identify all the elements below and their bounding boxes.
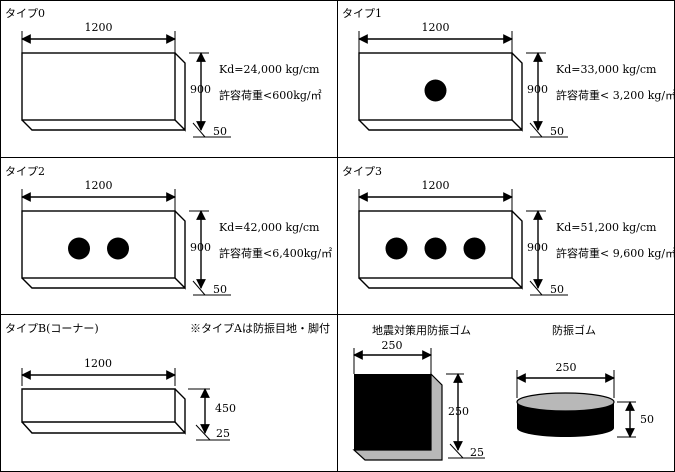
depth-label: 50 [550,125,564,138]
allowable-load-spec: 許容荷重< 3,200 kg/㎡ [556,88,675,102]
allowable-load-spec: 許容荷重< 9,600 kg/㎡ [556,246,675,260]
allowable-load-spec: 許容荷重<600kg/㎡ [219,88,322,102]
slab-side [174,52,186,132]
height-label: 900 [527,241,548,254]
hole-mark [107,237,129,260]
panel-title: タイプ1 [342,7,382,20]
slab-bottom [21,277,185,289]
panel-title: タイプ3 [342,165,382,178]
type-b-title: タイプB(コーナー) [5,322,99,335]
type-b-width-label: 1200 [84,357,112,370]
stiffness-spec: Kd=42,000 kg/cm [219,221,320,234]
panels: タイプ0 1200 900 50 Kd=24,000 kg/cm 許容荷重<600kg/㎡… [5,7,675,296]
panel-rubber: 地震対策用防振ゴム 防振ゴム 250 250 25 250 50 [352,323,654,461]
type-b-slab-front [21,388,176,423]
width-label: 1200 [85,21,113,34]
depth-label: 50 [550,283,564,296]
width-label: 1200 [85,179,113,192]
width-label: 1200 [422,21,450,34]
panel-type2: タイプ2 1200 900 50 Kd=42,000 kg/cm 許容荷重<6,400kg… [5,165,332,296]
vibration-rubber-title: 防振ゴム [552,323,596,337]
hole-mark [463,237,486,260]
stiffness-spec: Kd=24,000 kg/cm [219,63,320,76]
slab-front [358,52,513,121]
slab-front [358,210,513,279]
slab-side [511,52,523,132]
slab-front [21,52,176,121]
slab-bottom [21,119,185,131]
hole-mark [385,237,408,260]
seismic-height-label: 250 [448,405,469,418]
slab-front [21,210,176,279]
hole-mark [68,237,90,260]
vibration-height-label: 50 [640,413,654,426]
seismic-depth-label: 25 [470,446,484,459]
type-b-note: ※タイプAは防振目地・脚付 [190,321,330,335]
type-b-height-label: 450 [215,402,236,415]
vibration-disc-body [517,402,614,437]
stiffness-spec: Kd=33,000 kg/cm [556,63,657,76]
type-b-depth-label: 25 [216,427,230,440]
width-label: 1200 [422,179,450,192]
slab-bottom [358,119,522,131]
stiffness-spec: Kd=51,200 kg/cm [556,221,657,234]
slab-side [511,210,523,290]
slab-bottom [358,277,522,289]
height-label: 900 [527,83,548,96]
allowable-load-spec: 許容荷重<6,400kg/㎡ [219,246,332,260]
height-label: 900 [190,83,211,96]
depth-label: 50 [213,283,227,296]
panel-title: タイプ2 [5,165,45,178]
panel-type1: タイプ1 1200 900 50 Kd=33,000 kg/cm 許容荷重< 3,200 … [342,7,675,138]
panel-type0: タイプ0 1200 900 50 Kd=24,000 kg/cm 許容荷重<600kg/㎡ [5,7,322,138]
seismic-block-front [354,374,431,450]
height-label: 900 [190,241,211,254]
panel-type-b: タイプB(コーナー) ※タイプAは防振目地・脚付 1200 450 25 [5,321,330,441]
seismic-width-label: 250 [382,339,403,352]
hole-mark [424,79,447,102]
slab-side [174,210,186,290]
vibration-disc-top [516,392,615,412]
hole-mark [424,237,447,260]
depth-label: 50 [213,125,227,138]
panel-title: タイプ0 [5,7,45,20]
panel-type3: タイプ3 1200 900 50 Kd=51,200 kg/cm 許容荷重< 9,600 … [342,165,675,296]
vibration-width-label: 250 [556,361,577,374]
seismic-rubber-title: 地震対策用防振ゴム [372,323,471,337]
